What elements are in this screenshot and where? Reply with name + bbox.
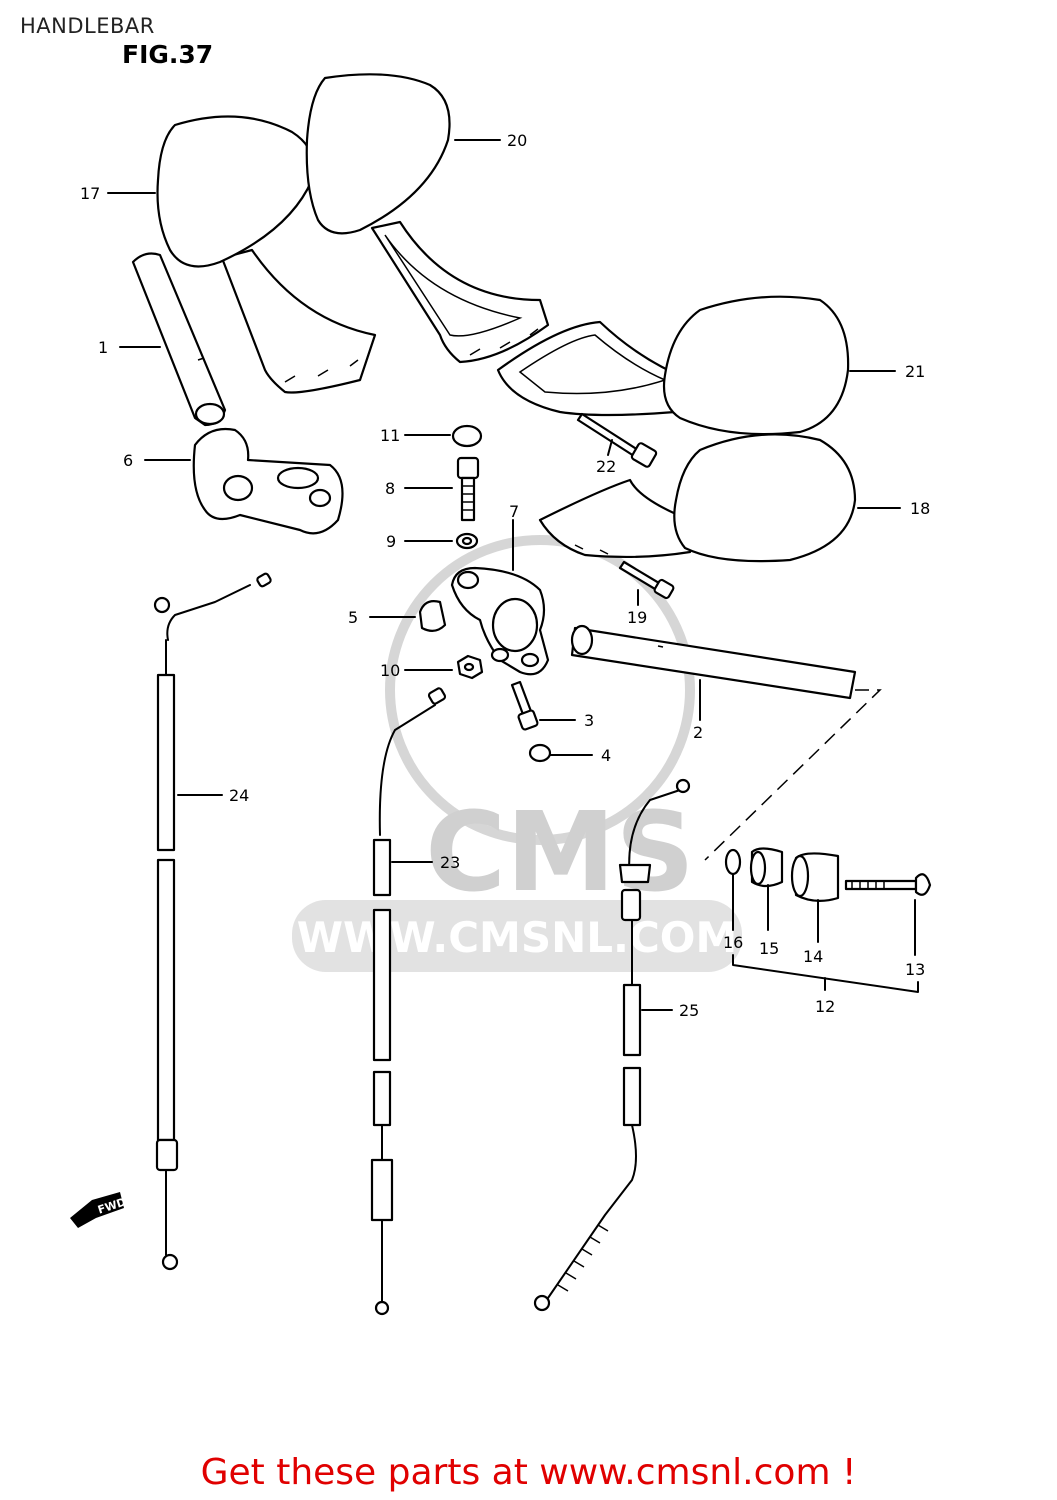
part-label-4: 4 [601, 746, 611, 765]
part-label-24: 24 [229, 786, 249, 805]
figure-number: FIG.37 [122, 40, 214, 69]
right-clamp [450, 566, 550, 676]
part-label-19: 19 [627, 608, 647, 627]
part-label-18: 18 [910, 499, 930, 518]
part-label-16: 16 [723, 933, 743, 952]
part-label-10: 10 [380, 661, 400, 680]
part-label-3: 3 [584, 711, 594, 730]
part-label-17: 17 [80, 184, 100, 203]
nut-10 [456, 654, 484, 680]
mirror-right-lower [538, 433, 857, 563]
part-label-1: 1 [98, 338, 108, 357]
part-label-8: 8 [385, 479, 395, 498]
watermark-brand: CMS [425, 788, 694, 916]
part-label-25: 25 [679, 1001, 699, 1020]
weight-14 [790, 852, 840, 902]
part-label-20: 20 [507, 131, 527, 150]
part-label-14: 14 [803, 947, 823, 966]
mirror-left-upper [156, 115, 377, 394]
cable-23 [370, 687, 447, 1316]
watermark-url: WWW.CMSNL.COM [297, 913, 738, 962]
left-clamp [192, 427, 344, 535]
page-title: HANDLEBAR [20, 14, 155, 38]
knob-5 [418, 600, 447, 632]
watermark-ring [385, 535, 695, 845]
part-label-6: 6 [123, 451, 133, 470]
part-label-7: 7 [509, 502, 519, 521]
washer-16 [724, 848, 742, 876]
mirror-right-mid [496, 295, 850, 436]
part-label-21: 21 [905, 362, 925, 381]
cable-25 [533, 778, 691, 1312]
fwd-arrow-badge: FWD [70, 1192, 128, 1228]
left-handlebar-tube [131, 252, 227, 427]
part-label-22: 22 [596, 457, 616, 476]
assembly-guide [704, 689, 882, 861]
part-label-9: 9 [386, 532, 396, 551]
right-handlebar-tube [570, 624, 857, 700]
part-label-15: 15 [759, 939, 779, 958]
washer-9 [455, 532, 479, 550]
part-label-23: 23 [440, 853, 460, 872]
part-label-12: 12 [815, 997, 835, 1016]
get-parts-link[interactable]: Get these parts at www.cmsnl.com ! [200, 1452, 857, 1493]
bolt-3 [510, 680, 539, 731]
part-label-11: 11 [380, 426, 400, 445]
cable-24 [153, 572, 272, 1271]
plug-4 [528, 743, 552, 763]
mirror-right-upper [305, 73, 550, 364]
part-label-2: 2 [693, 723, 703, 742]
part-label-5: 5 [348, 608, 358, 627]
leader-lines [107, 139, 916, 1011]
weight-15 [749, 847, 784, 888]
cap-11 [451, 424, 483, 448]
bolt-22 [576, 412, 658, 468]
bolt-8 [456, 456, 480, 522]
part-label-13: 13 [905, 960, 925, 979]
bolt-19 [618, 560, 675, 600]
screw-13 [844, 873, 932, 896]
